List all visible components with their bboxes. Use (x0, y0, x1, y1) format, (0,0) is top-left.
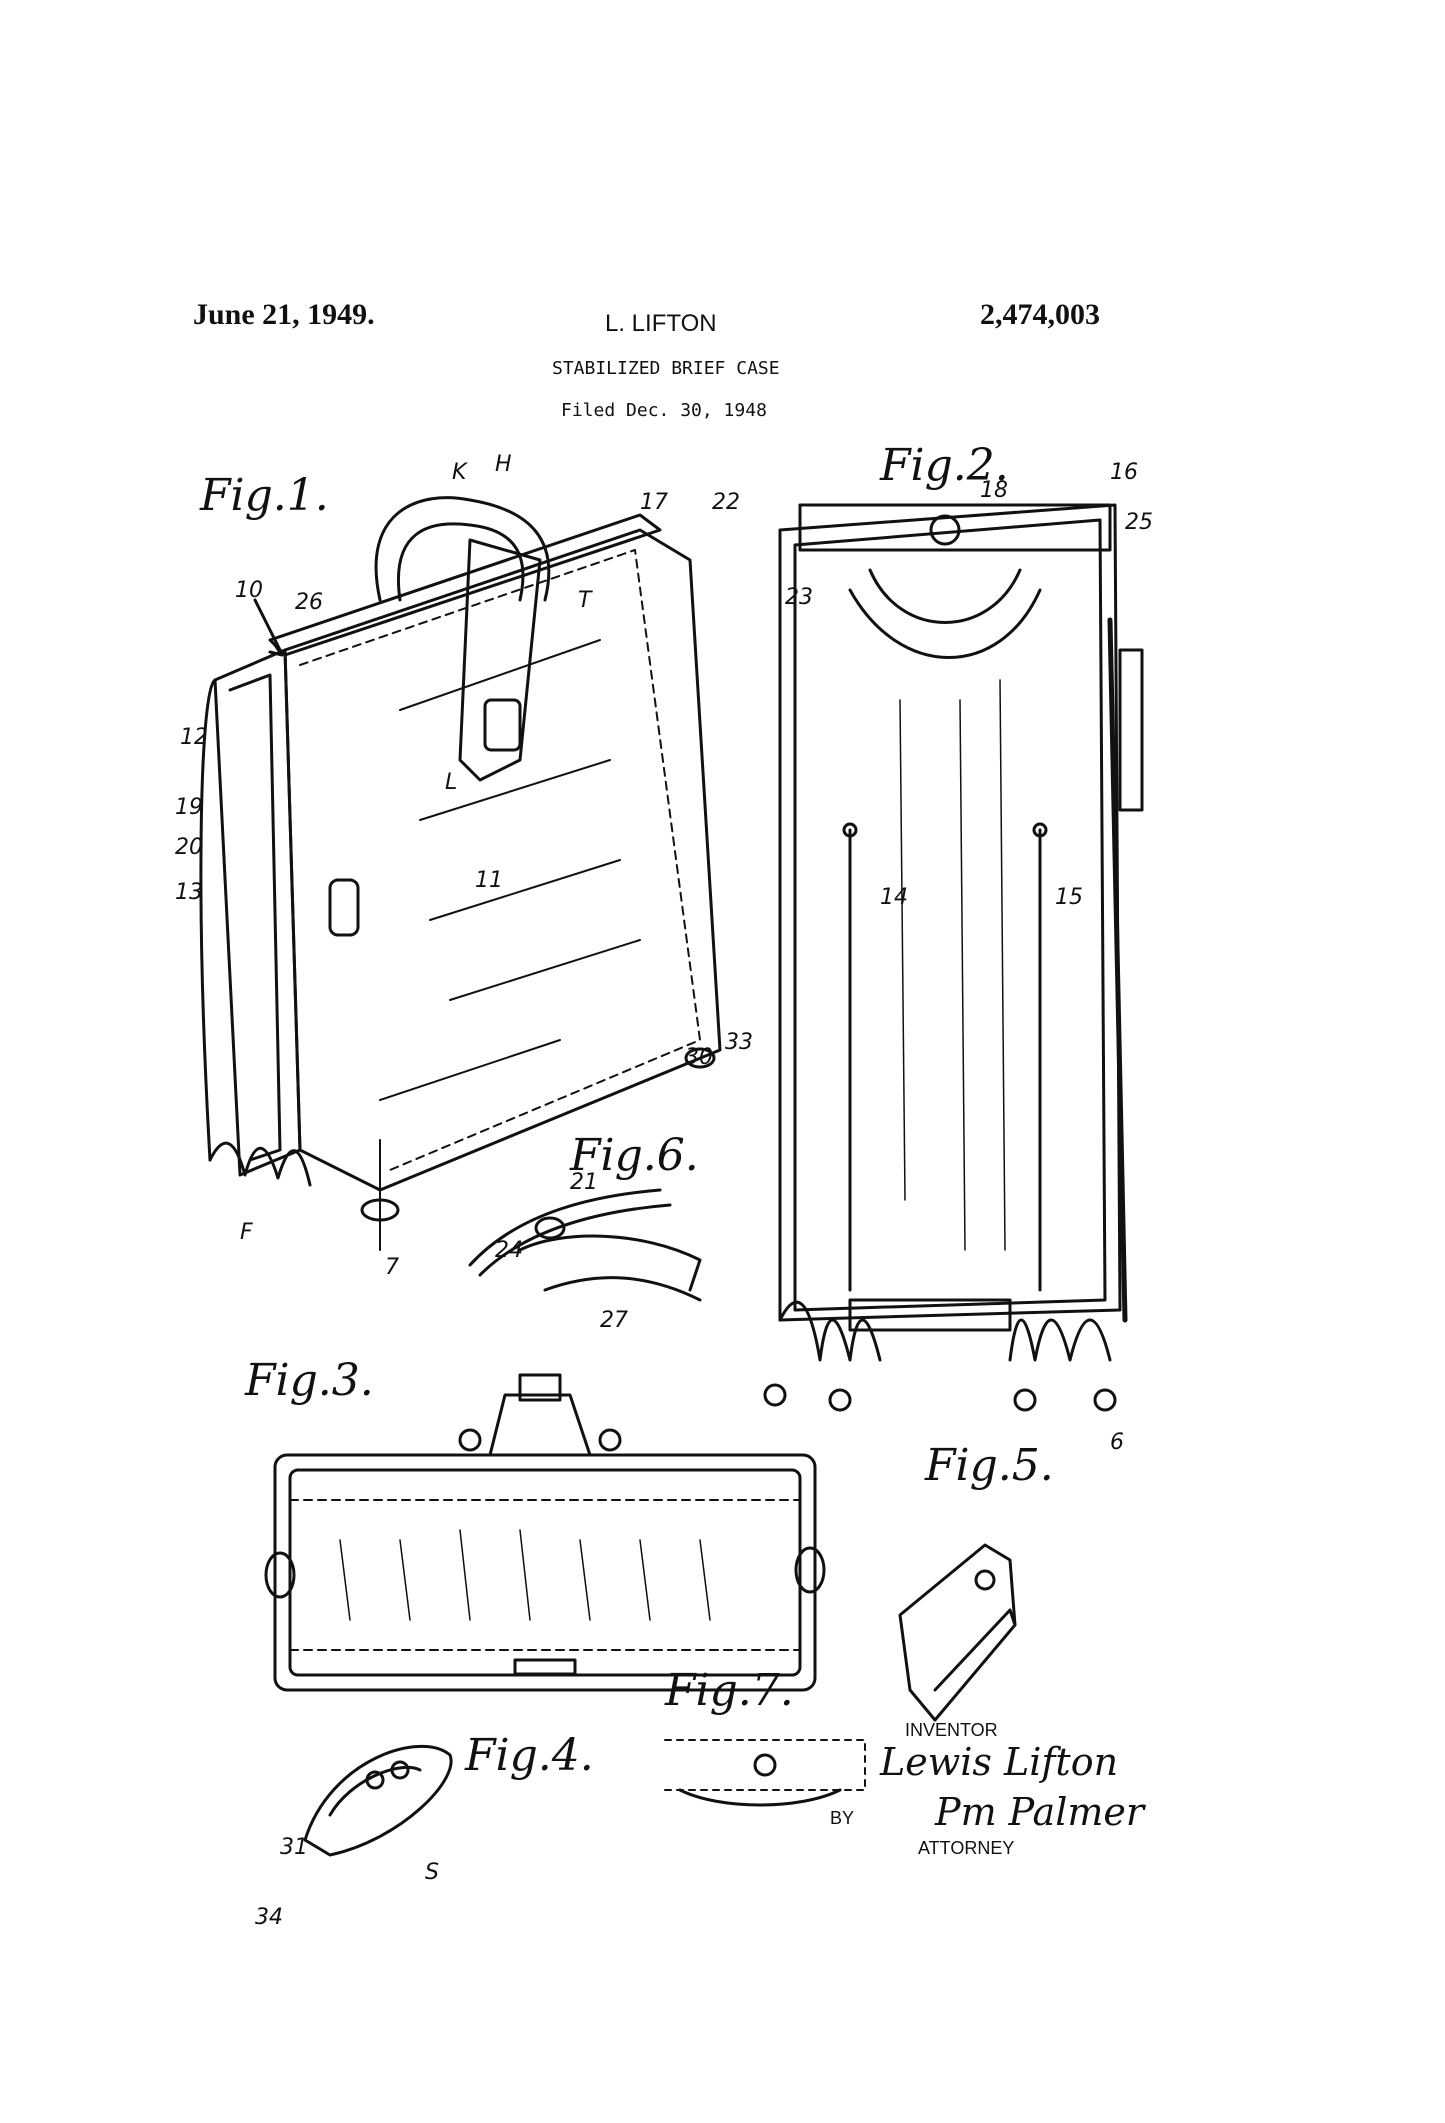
inventor-name: L. LIFTON (605, 310, 717, 337)
fig2-label: Fig.2. (880, 440, 1009, 491)
attorney-signature: Pm Palmer (935, 1790, 1145, 1834)
ref-11: 11 (475, 868, 503, 893)
fig6-label: Fig.6. (570, 1130, 699, 1181)
ref-26: 25 (1125, 510, 1153, 535)
fig4-foot (303, 1745, 453, 1857)
by-label: BY (830, 1808, 855, 1828)
patent-title: STABILIZED BRIEF CASE (552, 358, 780, 379)
ref-H: H (495, 452, 512, 477)
ref-10: 10 (235, 578, 263, 603)
ref-L: L (445, 770, 458, 795)
ref-S: S (425, 1860, 439, 1885)
ref-22: 22 (712, 490, 740, 515)
fig6-detail (468, 1188, 702, 1302)
fig4-label: Fig.4. (465, 1730, 594, 1781)
ref-21: 21 (570, 1170, 598, 1195)
ref-F: F (240, 1220, 253, 1245)
ref-14: 14 (880, 885, 908, 910)
attorney-label: ATTORNEY (918, 1838, 1015, 1858)
fig7-section (664, 1739, 866, 1807)
inventor-label: INVENTOR (905, 1720, 998, 1740)
ref-12: 12 (180, 725, 208, 750)
fig2-section (763, 503, 1144, 1412)
ref-27: 26 (295, 590, 323, 615)
fig3-topview (264, 1373, 826, 1692)
ref-30: 30 (685, 1045, 713, 1070)
ref-17: 17 (640, 490, 668, 515)
ref-20: 20 (175, 835, 203, 860)
ref-19: 19 (175, 795, 203, 820)
ref-16: 16 (1110, 460, 1138, 485)
ref-33: 33 (725, 1030, 753, 1055)
patent-date: June 21, 1949. (193, 298, 375, 331)
ref-T: T (578, 588, 592, 613)
ref-6: 6 (1110, 1430, 1124, 1455)
inventor-signature: Lewis Lifton (880, 1740, 1119, 1784)
fig5-label: Fig.5. (925, 1440, 1054, 1491)
ref-23: 23 (785, 585, 813, 610)
fig5-clip (898, 1543, 1017, 1722)
ref-24: 24 (495, 1238, 523, 1263)
fig1-briefcase (199, 496, 722, 1251)
ref-25: 27 (600, 1308, 628, 1333)
patent-number: 2,474,003 (980, 298, 1100, 331)
ref-K: K (452, 460, 467, 485)
ref-34: 34 (255, 1905, 283, 1930)
ref-13: 13 (175, 880, 203, 905)
fig3-label: Fig.3. (245, 1355, 374, 1406)
ref-7: 7 (385, 1255, 399, 1280)
ref-15: 15 (1055, 885, 1083, 910)
filed-date: Filed Dec. 30, 1948 (561, 400, 767, 421)
fig1-label: Fig.1. (200, 470, 329, 521)
ref-31: 31 (280, 1835, 308, 1860)
ref-18: 18 (980, 478, 1008, 503)
